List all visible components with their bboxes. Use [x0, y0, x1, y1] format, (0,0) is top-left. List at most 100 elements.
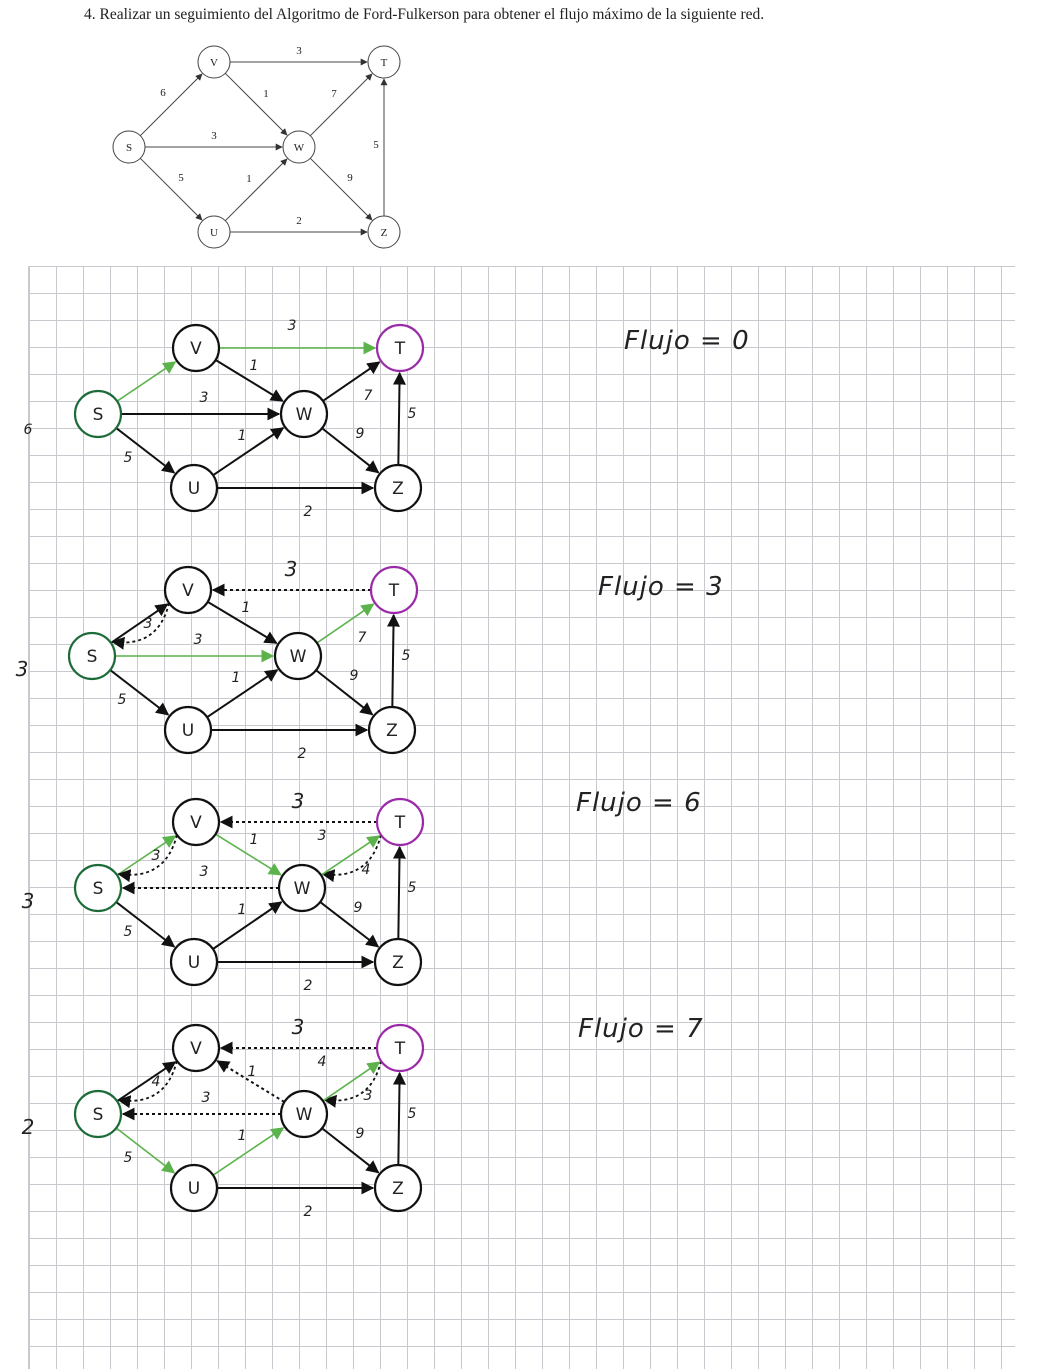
node-label: Z	[392, 1179, 404, 1199]
step-node-U: U	[169, 1163, 219, 1213]
edge-label: 1	[250, 832, 259, 848]
node-label: Z	[392, 479, 404, 499]
node-label: U	[188, 1179, 200, 1199]
edge-label: 5	[408, 880, 417, 896]
node-label: W	[290, 647, 307, 667]
edge-U-W	[212, 901, 283, 950]
step-node-W: W	[277, 863, 327, 913]
step-node-S: S	[73, 389, 123, 439]
node-label: Z	[381, 227, 388, 239]
edge-W-T	[309, 73, 373, 137]
edge-label: 5	[124, 450, 133, 466]
edge-label: 9	[356, 1126, 365, 1142]
node-U: U	[197, 215, 231, 249]
edge-Z-T	[392, 845, 406, 940]
node-label: T	[394, 1039, 406, 1059]
node-label: S	[93, 1105, 104, 1125]
edge-label: 2	[304, 504, 313, 520]
step-node-U: U	[169, 463, 219, 513]
node-label: V	[190, 1039, 202, 1059]
node-label: W	[294, 142, 305, 154]
path-edge-W-T	[322, 1061, 381, 1102]
node-label: S	[93, 879, 104, 899]
edge-label: 1	[238, 902, 247, 918]
edge-label: 3	[364, 1088, 373, 1104]
node-label: S	[93, 405, 104, 425]
residual-edge-V-S	[117, 1060, 178, 1109]
node-V: V	[197, 45, 231, 79]
residual-edge-V-S	[117, 834, 178, 883]
edge-label: 1	[238, 1128, 247, 1144]
edge-label: 5	[118, 692, 127, 708]
step-node-W: W	[279, 1089, 329, 1139]
path-edge-W-T	[320, 835, 381, 876]
edge-label: 5	[402, 648, 411, 664]
edge-label: 5	[124, 1150, 133, 1166]
edge-label: 1	[238, 428, 247, 444]
node-label: T	[394, 339, 406, 359]
problem-statement: 4. Realizar un seguimiento del Algoritmo…	[84, 6, 765, 23]
edge-label: 1	[248, 1064, 257, 1080]
node-label: U	[188, 953, 200, 973]
step-node-Z: Z	[367, 705, 417, 755]
node-label: U	[188, 479, 200, 499]
path-edge-U-W	[212, 1127, 285, 1176]
node-label: U	[210, 227, 218, 239]
flow-label-step-4: Flujo = 7	[578, 1014, 704, 1044]
step-node-S: S	[73, 1089, 123, 1139]
edge-label: 3	[144, 616, 153, 632]
edge-label: 1	[242, 600, 251, 616]
edge-label: 9	[350, 668, 359, 684]
edge-capacity-label: 7	[331, 88, 337, 100]
edge-label: 9	[354, 900, 363, 916]
step-node-T: T	[369, 565, 419, 615]
edge-label: 2	[304, 1204, 313, 1220]
node-label: T	[394, 813, 406, 833]
edge-W-Z	[315, 669, 374, 716]
step-node-V: V	[171, 797, 221, 847]
edge-label: 3	[292, 789, 305, 813]
edge-capacity-label: 2	[296, 215, 302, 227]
edge-label: 1	[250, 358, 259, 374]
edge-W-Z	[319, 901, 380, 948]
edge-Z-T	[392, 1071, 406, 1166]
node-label: T	[381, 57, 388, 69]
flow-label-step-1: Flujo = 0	[624, 326, 750, 356]
node-S: S	[112, 130, 146, 164]
step-node-W: W	[273, 631, 323, 681]
node-label: W	[296, 405, 313, 425]
node-label: V	[190, 813, 202, 833]
edge-S-U	[139, 157, 203, 221]
edge-label: 3	[292, 1015, 305, 1039]
edge-capacity-label: 3	[296, 45, 302, 57]
node-label: Z	[392, 953, 404, 973]
edge-label: 4	[318, 1054, 327, 1070]
node-label: W	[296, 1105, 313, 1125]
edge-W-Z	[321, 427, 380, 474]
step-node-S: S	[67, 631, 117, 681]
edge-label: 3	[200, 864, 209, 880]
edge-capacity-label: 5	[373, 139, 379, 151]
edge-S-V	[116, 1061, 177, 1102]
edge-S-V	[110, 603, 169, 644]
edge-V-W	[207, 600, 278, 644]
edge-W-Z	[309, 157, 373, 221]
path-edge-S-V	[116, 361, 177, 402]
edge-label: 7	[358, 630, 367, 646]
edge-label: 5	[124, 924, 133, 940]
node-label: V	[190, 339, 202, 359]
residual-edge-V-S	[111, 602, 170, 650]
edge-label: 3	[194, 632, 203, 648]
step-node-T: T	[375, 1023, 425, 1073]
path-edge-V-W	[215, 833, 282, 876]
flow-label-step-3: Flujo = 6	[576, 788, 702, 818]
edge-label: 9	[356, 426, 365, 442]
step-node-V: V	[171, 1023, 221, 1073]
path-edge-S-V	[116, 835, 177, 876]
step-node-U: U	[169, 937, 219, 987]
step-node-Z: Z	[373, 1163, 423, 1213]
